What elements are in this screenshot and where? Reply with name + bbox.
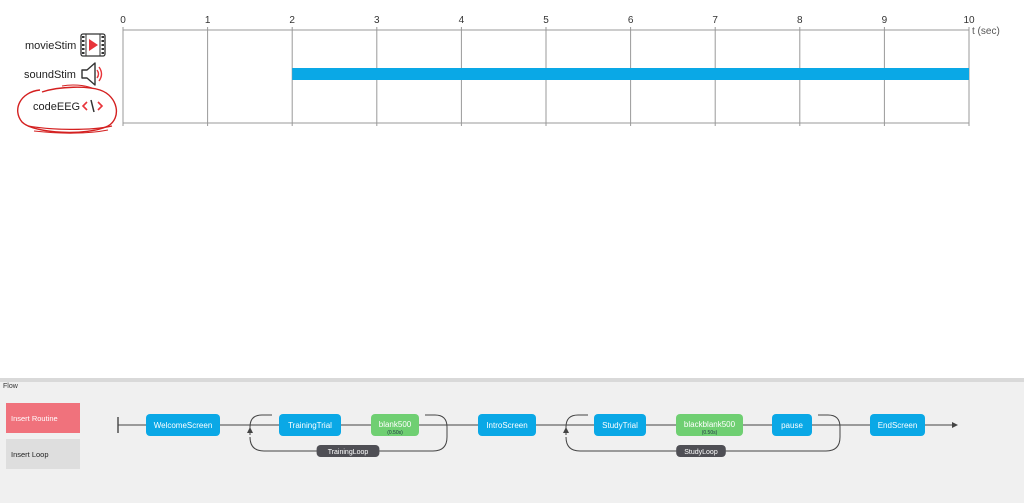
routine-label: EndScreen [878, 421, 918, 430]
time-tick-label: 2 [289, 15, 295, 26]
routine-pause[interactable]: pause [772, 414, 812, 436]
routine-label: IntroScreen [486, 421, 527, 430]
routine-EndScreen[interactable]: EndScreen [870, 414, 925, 436]
movie-icon[interactable] [80, 33, 106, 57]
routine-label: WelcomeScreen [154, 421, 213, 430]
component-label-movieStim[interactable]: movieStim [25, 40, 76, 52]
routine-blank500[interactable]: blank500(0.50s) [371, 414, 419, 436]
time-axis-unit-label: t (sec) [972, 26, 1000, 37]
loop-label-text: StudyLoop [684, 449, 718, 456]
flow-diagram: TrainingLoop StudyLoop WelcomeScreen Traini… [117, 414, 958, 457]
insert-loop-button[interactable]: Insert Loop [6, 439, 80, 469]
flow-panel-divider [0, 378, 1024, 382]
time-tick-label: 5 [543, 15, 549, 26]
time-tick-label: 9 [882, 15, 888, 26]
code-icon[interactable] [81, 99, 104, 113]
routine-label: pause [781, 421, 803, 430]
time-tick-label: 3 [374, 15, 380, 26]
loop-TrainingLoop[interactable]: TrainingLoop [247, 414, 448, 457]
time-tick-label: 0 [120, 15, 126, 26]
time-tick-label: 8 [797, 15, 803, 26]
routine-label: StudyTrial [602, 421, 638, 430]
routine-label: TrainingTrial [288, 421, 332, 430]
routine-StudyTrial[interactable]: StudyTrial [594, 414, 646, 436]
loop-StudyLoop[interactable]: StudyLoop [563, 414, 841, 457]
time-tick-label: 6 [628, 15, 634, 26]
component-label-codeEEG[interactable]: codeEEG [33, 101, 80, 113]
routine-WelcomeScreen[interactable]: WelcomeScreen [146, 414, 220, 436]
routine-label: blank500 [379, 420, 412, 429]
loop-label-text: TrainingLoop [328, 449, 369, 456]
routine-duration: (0.50s) [702, 430, 718, 436]
speaker-icon[interactable] [81, 62, 103, 86]
routine-duration: (0.50s) [387, 430, 403, 436]
routine-IntroScreen[interactable]: IntroScreen [478, 414, 536, 436]
loop-label-TrainingLoop[interactable] [316, 445, 380, 457]
flow-panel-title: Flow [3, 383, 18, 390]
annotation-circle [17, 84, 118, 134]
flow-end-arrow [952, 422, 958, 428]
time-tick-label: 4 [459, 15, 465, 26]
flow-panel: Flow Insert Routine Insert Loop Training… [0, 378, 1024, 503]
timeline-canvas: 0 1 2 3 4 5 6 7 8 9 10t (sec) movieStim soundStim cod… [17, 15, 1000, 134]
time-tick-label: 7 [712, 15, 718, 26]
component-label-soundStim[interactable]: soundStim [24, 69, 76, 81]
routine-label: blackblank500 [684, 420, 736, 429]
insert-routine-button[interactable]: Insert Routine [6, 403, 80, 433]
loop-label-StudyLoop[interactable] [676, 445, 726, 457]
time-tick-label: 10 [963, 15, 975, 26]
component-bar-soundStim[interactable] [292, 68, 969, 80]
routine-TrainingTrial[interactable]: TrainingTrial [279, 414, 341, 436]
time-tick-label: 1 [205, 15, 211, 26]
routine-blackblank500[interactable]: blackblank500(0.50s) [676, 414, 743, 436]
